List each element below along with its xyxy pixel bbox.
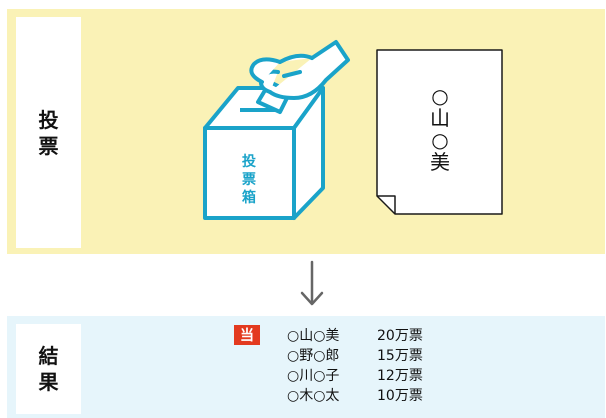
ballot-box-icon <box>203 86 325 220</box>
candidate-name: ○川○子 <box>287 368 340 384</box>
result-row: ○川○子 12万票 <box>287 366 423 386</box>
down-arrow-icon <box>300 260 324 306</box>
ballot-paper-char: 美 <box>430 150 450 174</box>
ballot-paper-char: ○ <box>431 84 448 108</box>
result-row: ○野○郎 15万票 <box>287 346 423 366</box>
vote-count: 12万票 <box>377 368 423 384</box>
vote-section-label: 投 票 <box>16 17 81 248</box>
result-label-char: 結 <box>38 344 59 368</box>
ballot-paper-icon <box>376 49 503 215</box>
candidate-name: ○木○太 <box>287 388 340 404</box>
result-section-label: 結 果 <box>16 324 81 414</box>
winner-badge: 当 <box>234 325 260 345</box>
result-label-char: 果 <box>38 370 59 394</box>
ballot-paper-char: 山 <box>430 106 450 130</box>
ballot-box-char: 箱 <box>242 189 256 206</box>
vote-count: 20万票 <box>377 328 423 344</box>
vote-count: 15万票 <box>377 348 423 364</box>
result-panel: 結 果 <box>7 316 605 418</box>
vote-label-char: 投 <box>38 107 59 132</box>
vote-panel: 投 票 <box>7 9 605 254</box>
candidate-name: ○野○郎 <box>287 348 340 364</box>
ballot-box-char: 投 <box>242 154 256 170</box>
results-list: ○山○美 20万票 ○野○郎 15万票 ○川○子 12万票 ○木○太 10万票 <box>287 326 423 406</box>
result-row: ○山○美 20万票 <box>287 326 423 346</box>
vote-count: 10万票 <box>377 388 423 404</box>
ballot-box-char: 票 <box>242 172 256 188</box>
hand-icon <box>249 40 350 100</box>
ballot-paper-char: ○ <box>431 128 448 152</box>
candidate-name: ○山○美 <box>287 328 340 344</box>
vote-label-char: 票 <box>38 133 59 158</box>
result-row: ○木○太 10万票 <box>287 386 423 406</box>
